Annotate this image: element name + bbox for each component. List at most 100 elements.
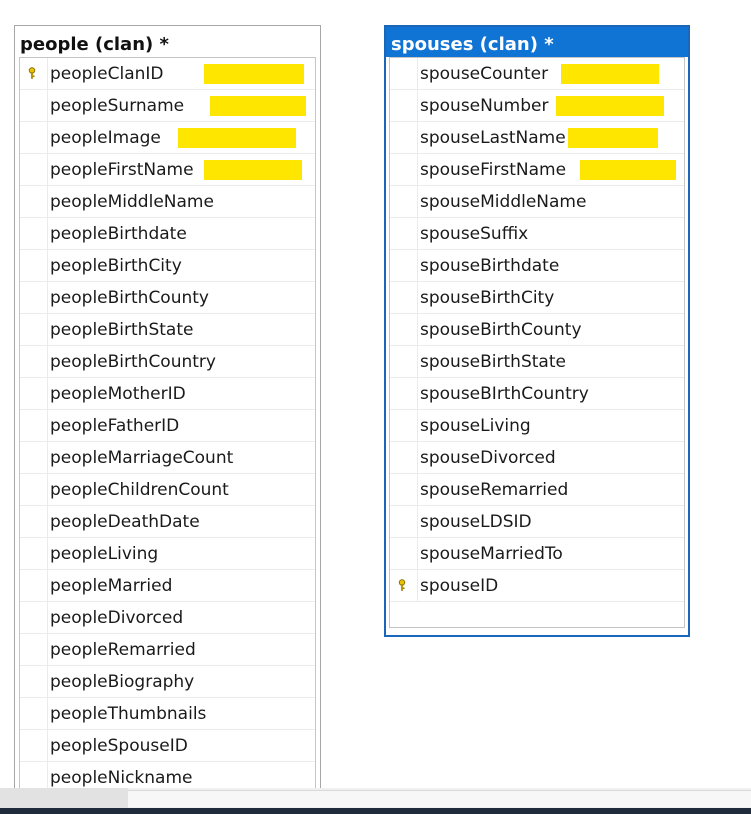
row-selector[interactable] <box>390 570 418 601</box>
row-selector[interactable] <box>20 570 48 601</box>
row-selector[interactable] <box>20 410 48 441</box>
column-row[interactable]: peopleSurname <box>20 90 315 122</box>
highlight-redaction <box>561 64 659 84</box>
row-selector[interactable] <box>20 346 48 377</box>
column-row[interactable]: peopleMarried <box>20 570 315 602</box>
highlight-redaction <box>210 96 306 116</box>
column-row[interactable]: peopleBirthdate <box>20 218 315 250</box>
column-row[interactable]: peopleFatherID <box>20 410 315 442</box>
row-selector[interactable] <box>20 58 48 89</box>
row-selector[interactable] <box>390 538 418 569</box>
column-row[interactable]: spouseBirthdate <box>390 250 684 282</box>
row-selector[interactable] <box>390 186 418 217</box>
column-row[interactable]: spouseRemarried <box>390 474 684 506</box>
row-selector[interactable] <box>20 698 48 729</box>
row-selector[interactable] <box>20 538 48 569</box>
column-row[interactable]: peopleLiving <box>20 538 315 570</box>
column-row[interactable]: spouseBirthCity <box>390 282 684 314</box>
column-row[interactable]: spouseNumber <box>390 90 684 122</box>
column-row[interactable]: spouseID <box>390 570 684 602</box>
row-selector[interactable] <box>390 442 418 473</box>
row-selector[interactable] <box>20 506 48 537</box>
row-selector[interactable] <box>20 442 48 473</box>
column-name: spouseLDSID <box>420 512 532 532</box>
row-selector[interactable] <box>390 282 418 313</box>
row-selector[interactable] <box>20 602 48 633</box>
spouses-table-title[interactable]: spouses (clan) * <box>386 27 688 57</box>
column-row[interactable]: peopleMiddleName <box>20 186 315 218</box>
primary-key-icon <box>28 67 36 79</box>
column-row[interactable]: spouseCounter <box>390 58 684 90</box>
column-row[interactable]: peopleRemarried <box>20 634 315 666</box>
row-selector[interactable] <box>20 218 48 249</box>
column-row[interactable]: peopleThumbnails <box>20 698 315 730</box>
column-row[interactable]: peopleClanID <box>20 58 315 90</box>
column-row[interactable]: peopleMotherID <box>20 378 315 410</box>
column-row[interactable]: peopleImage <box>20 122 315 154</box>
row-selector[interactable] <box>390 474 418 505</box>
row-selector[interactable] <box>20 90 48 121</box>
scrollbar-thumb[interactable] <box>128 790 751 807</box>
taskbar <box>0 808 751 814</box>
column-row[interactable]: spouseLDSID <box>390 506 684 538</box>
column-name: peopleBirthdate <box>50 224 187 244</box>
column-name: spouseBirthState <box>420 352 566 372</box>
row-selector[interactable] <box>20 186 48 217</box>
column-row[interactable]: peopleFirstName <box>20 154 315 186</box>
column-name: peopleFirstName <box>50 160 194 180</box>
column-row[interactable]: peopleChildrenCount <box>20 474 315 506</box>
people-table-title[interactable]: people (clan) * <box>15 26 320 57</box>
row-selector[interactable] <box>390 90 418 121</box>
row-selector[interactable] <box>390 58 418 89</box>
row-selector[interactable] <box>20 314 48 345</box>
column-row[interactable]: peopleSpouseID <box>20 730 315 762</box>
column-row[interactable]: spouseLastName <box>390 122 684 154</box>
column-row[interactable]: peopleBirthState <box>20 314 315 346</box>
row-selector[interactable] <box>20 122 48 153</box>
row-selector[interactable] <box>390 346 418 377</box>
column-row[interactable]: spouseLiving <box>390 410 684 442</box>
row-selector[interactable] <box>20 474 48 505</box>
column-row[interactable]: spouseSuffix <box>390 218 684 250</box>
row-selector[interactable] <box>20 154 48 185</box>
row-selector[interactable] <box>390 122 418 153</box>
row-selector[interactable] <box>20 666 48 697</box>
highlight-redaction <box>568 128 658 148</box>
row-selector[interactable] <box>390 506 418 537</box>
row-selector[interactable] <box>390 218 418 249</box>
row-selector[interactable] <box>20 282 48 313</box>
column-name: peopleNickname <box>50 768 193 788</box>
row-selector[interactable] <box>20 378 48 409</box>
row-selector[interactable] <box>20 634 48 665</box>
column-name: peopleLiving <box>50 544 159 564</box>
column-row[interactable]: peopleBirthCountry <box>20 346 315 378</box>
spouses-table[interactable]: spouses (clan) * spouseCounter spouseNumb… <box>384 25 690 637</box>
column-row[interactable]: peopleBirthCounty <box>20 282 315 314</box>
column-row[interactable]: spouseBirthCounty <box>390 314 684 346</box>
column-name: spouseCounter <box>420 64 549 84</box>
row-selector[interactable] <box>20 762 48 793</box>
column-row[interactable]: spouseMarriedTo <box>390 538 684 570</box>
row-selector[interactable] <box>390 314 418 345</box>
column-row[interactable]: spouseFirstName <box>390 154 684 186</box>
column-row[interactable]: peopleBirthCity <box>20 250 315 282</box>
column-row[interactable]: spouseDivorced <box>390 442 684 474</box>
column-row[interactable]: spouseMiddleName <box>390 186 684 218</box>
column-row[interactable]: spouseBIrthCountry <box>390 378 684 410</box>
column-name: peopleBirthState <box>50 320 194 340</box>
row-selector[interactable] <box>390 378 418 409</box>
column-name: peopleBirthCountry <box>50 352 216 372</box>
row-selector[interactable] <box>390 154 418 185</box>
row-selector[interactable] <box>20 250 48 281</box>
horizontal-scrollbar[interactable] <box>0 788 751 808</box>
column-row[interactable]: spouseBirthState <box>390 346 684 378</box>
row-selector[interactable] <box>20 730 48 761</box>
column-name: peopleMarriageCount <box>50 448 234 468</box>
row-selector[interactable] <box>390 250 418 281</box>
row-selector[interactable] <box>390 410 418 441</box>
column-row[interactable]: peopleDeathDate <box>20 506 315 538</box>
column-row[interactable]: peopleBiography <box>20 666 315 698</box>
column-row[interactable]: peopleMarriageCount <box>20 442 315 474</box>
column-row[interactable]: peopleDivorced <box>20 602 315 634</box>
